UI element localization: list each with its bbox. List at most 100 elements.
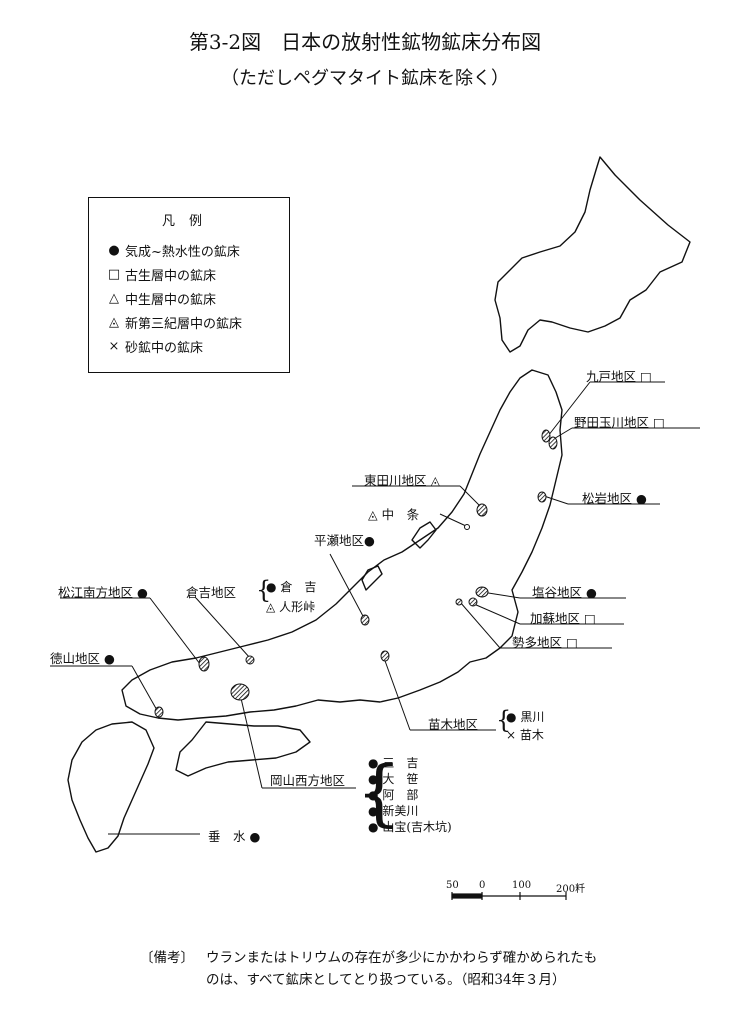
dot-icon: ●: [368, 756, 379, 770]
leader-naegi: [383, 657, 411, 731]
sub-okayama-0: ● 三 吉: [368, 756, 419, 770]
square-icon: □: [640, 369, 652, 384]
leader-matsuiwa: [543, 495, 569, 505]
dot-icon: ●: [586, 585, 597, 600]
shikoku-outline: [175, 721, 311, 777]
deposit-higashitagawa: [476, 503, 488, 517]
dot-icon: ●: [636, 491, 647, 506]
label-naegi: 苗木地区: [428, 717, 479, 732]
scale-tick: 100: [512, 880, 532, 891]
dot-icon: ●: [108, 242, 120, 258]
deposit-kunohe: [541, 429, 551, 443]
triangle-icon: △: [109, 290, 119, 306]
brace: {: [356, 750, 402, 834]
legend-label: 新第三紀層中の鉱床: [125, 316, 243, 332]
map-legend: 凡例 ● 気成~熱水性の鉱床 □ 古生層中の鉱床 △ 中生層中の鉱床 ◬ 新第三…: [88, 197, 290, 373]
label-hirase: 平瀬地区●: [314, 533, 375, 548]
sub-kurokawa: ● 黒川: [506, 710, 545, 724]
sub-okayama-4: ● 山宝(吉木坑): [368, 820, 452, 834]
dot-icon: ●: [368, 820, 379, 834]
label-nakajo: ◬ 中 条: [368, 507, 420, 522]
label-kurayoshi: 倉吉地区: [186, 585, 237, 600]
hatched-triangle-icon: ◬: [109, 314, 119, 330]
scale-tick: 200粁: [556, 884, 586, 895]
label-higashitagawa: 東田川地区 ◬: [364, 473, 441, 488]
label-shiogama: 塩谷地区 ●: [532, 585, 597, 600]
label-matsue-nanpo: 松江南方地区 ●: [58, 585, 148, 600]
dot-icon: ●: [266, 580, 277, 594]
deposit-shiogama: [475, 586, 489, 598]
dot-icon: ●: [364, 533, 375, 548]
note-label: 〔備考〕: [140, 950, 194, 966]
label-kunohe: 九戸地区 □: [586, 369, 652, 384]
deposit-noda: [548, 436, 558, 450]
cross-icon: ×: [108, 338, 120, 354]
note-line1: ウランまたはトリウムの存在が多少にかかわらず確かめられたも: [206, 950, 598, 966]
leader-nakajo: [439, 513, 467, 527]
hatched-triangle-icon: ◬: [368, 507, 378, 522]
sado-island: [411, 521, 437, 549]
hokkaido-outline: [494, 156, 691, 353]
label-seta: 勢多地区 □: [512, 635, 578, 650]
leader-kato: [473, 603, 521, 625]
sub-okayama-1: ● 大 笹: [368, 772, 419, 786]
hatched-triangle-icon: ◬: [430, 473, 441, 488]
legend-item-cross: × 砂鉱中の鉱床: [103, 336, 203, 356]
leader-kunohe: [547, 381, 591, 437]
legend-label: 古生層中の鉱床: [125, 268, 217, 284]
page-subtitle: （ただしペグマタイト鉱床を除く）: [221, 68, 509, 89]
scale-tick: 50: [446, 880, 459, 891]
label-noda-tamagawa: 野田玉川地区 □: [574, 415, 665, 430]
label-okayama-seiho: 岡山西方地区: [270, 773, 346, 788]
deposit-hirase: [360, 614, 370, 626]
sub-okayama-3: ● 新美川: [368, 804, 419, 818]
deposit-naegi: [380, 650, 390, 662]
leader-hirase: [329, 553, 365, 619]
legend-item-square: □ 古生層中の鉱床: [103, 264, 216, 284]
deposit-tokuyama: [154, 706, 164, 718]
legend-label: 中生層中の鉱床: [125, 292, 217, 308]
deposit-matsue: [198, 656, 210, 672]
square-icon: □: [584, 611, 596, 626]
legend-label: 気成~熱水性の鉱床: [125, 244, 240, 260]
square-icon: □: [107, 266, 121, 282]
sub-naegi: × 苗木: [506, 728, 544, 742]
noto-peninsula: [361, 565, 383, 591]
legend-item-triangle: △ 中生層中の鉱床: [103, 288, 216, 308]
square-icon: □: [653, 415, 665, 430]
deposit-matsuiwa: [537, 491, 547, 503]
leader-matsue: [149, 597, 201, 665]
leader-seta: [459, 601, 501, 649]
deposit-nakajo: [464, 524, 470, 530]
note-line2: のは、すべて鉱床としてとり扱つている。（昭和34年３月）: [206, 972, 566, 988]
deposit-kato: [468, 597, 478, 607]
deposit-kurayoshi: [245, 655, 255, 665]
label-kato: 加蘇地区 □: [530, 611, 596, 626]
sub-ningyotoge: ◬ 人形峠: [266, 600, 316, 614]
sub-okayama-2: ● 阿 部: [368, 788, 419, 802]
page-title: 第3-2図 日本の放射性鉱物鉱床分布図: [188, 30, 542, 54]
hatched-triangle-icon: ◬: [266, 600, 276, 614]
leader-tokuyama: [131, 665, 159, 713]
honshu-outline: [121, 369, 563, 721]
leader-okayama: [239, 693, 263, 789]
dot-icon: ●: [137, 585, 148, 600]
label-matsuiwa: 松岩地区 ●: [582, 491, 647, 506]
scale-tick: 0: [479, 880, 486, 891]
legend-item-hatched-triangle: ◬ 新第三紀層中の鉱床: [103, 312, 242, 332]
dot-icon: ●: [368, 788, 379, 802]
legend-title: 凡例: [161, 214, 216, 229]
deposit-okayama: [230, 683, 250, 701]
square-icon: □: [566, 635, 578, 650]
sub-kurayoshi: ● 倉 吉: [266, 580, 317, 594]
label-tarumizu: 垂 水 ●: [208, 829, 261, 844]
leader-kurayoshi: [195, 597, 251, 659]
deposit-seta: [455, 598, 463, 606]
brace: {: [256, 576, 272, 604]
cross-icon: ×: [506, 728, 517, 742]
dot-icon: ●: [104, 651, 115, 666]
dot-icon: ●: [249, 829, 261, 844]
brace: {: [496, 706, 512, 734]
leader-higashitagawa: [459, 485, 483, 509]
